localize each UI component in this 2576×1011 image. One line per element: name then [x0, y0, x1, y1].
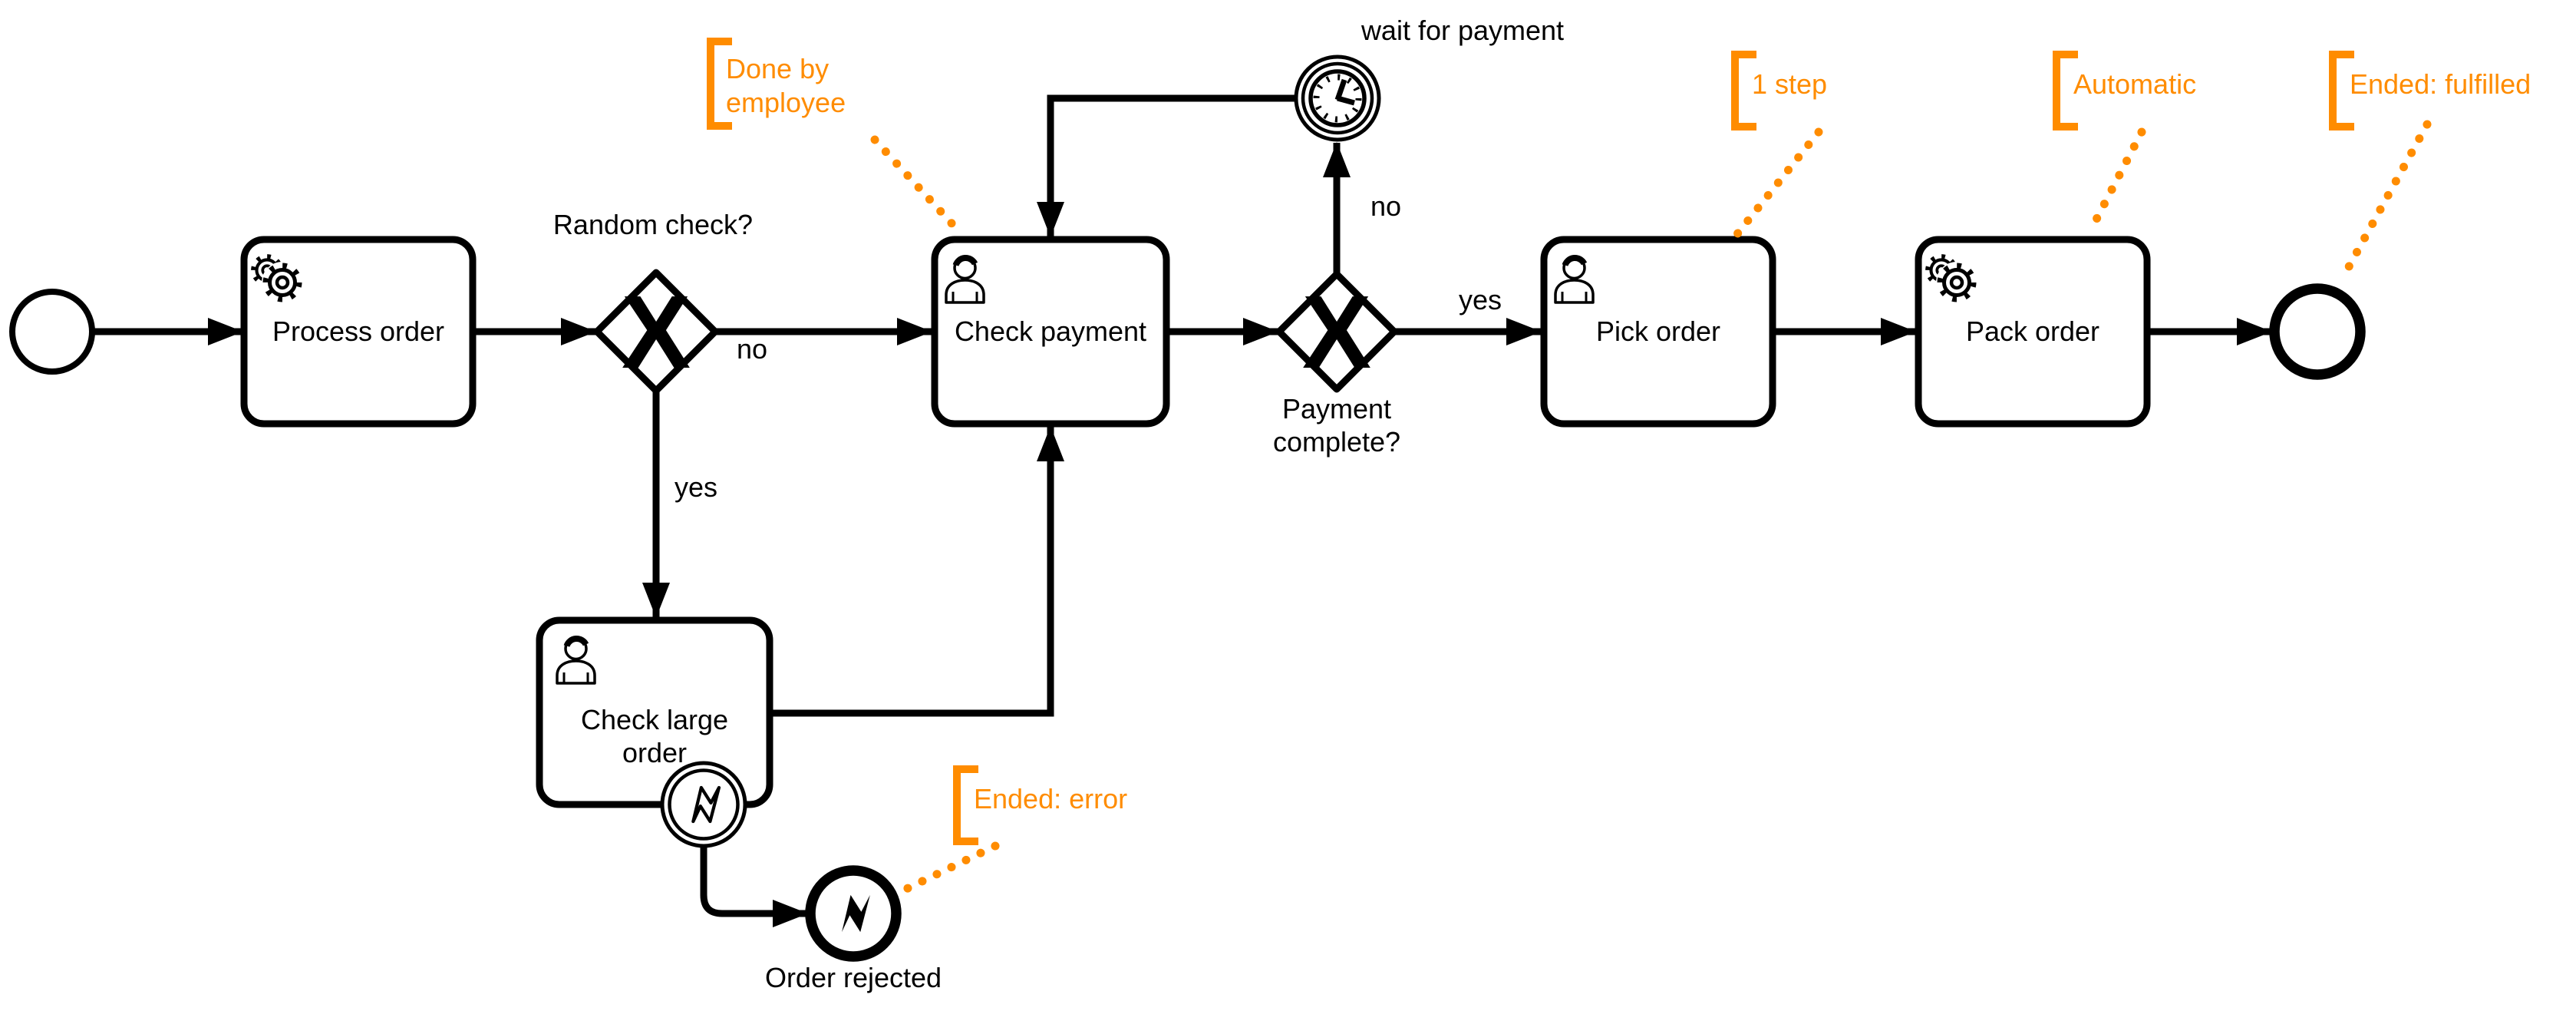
annotation-dotted-line: [2085, 127, 2146, 237]
end-event-label: Order rejected: [765, 962, 942, 993]
task-check-large-order[interactable]: Check large order: [536, 616, 773, 808]
start-event[interactable]: [9, 289, 95, 375]
gateway-label-line2: complete?: [1273, 426, 1400, 458]
annotation-text: Ended: fulfilled: [2350, 68, 2531, 100]
flow-error-boundary-to-order-rejected: [700, 846, 808, 927]
task-label: Process order: [272, 316, 444, 347]
end-event-fulfilled[interactable]: [2269, 283, 2366, 380]
task-label: Pick order: [1596, 316, 1720, 347]
task-check-payment[interactable]: Check payment: [931, 236, 1170, 428]
annotations: Done by employee 1 step Automatic Ended:…: [707, 38, 2531, 895]
annotation-bracket: [2329, 51, 2354, 131]
annotation-bracket: [953, 765, 978, 845]
annotation-ended-error: Ended: error: [899, 765, 1127, 895]
exclusive-gateway-x-icon: X: [1302, 274, 1371, 390]
flow-label-yes: yes: [675, 471, 717, 503]
timer-event-label: wait for payment: [1361, 15, 1564, 46]
exclusive-gateway-x-icon: X: [622, 274, 691, 390]
clock-icon: [1308, 69, 1367, 127]
task-pick-order[interactable]: Pick order: [1540, 236, 1776, 428]
flow-label-yes: yes: [1459, 284, 1502, 316]
annotation-text: 1 step: [1752, 68, 1827, 100]
annotation-bracket: [2053, 51, 2078, 131]
end-event-order-rejected[interactable]: [805, 865, 902, 962]
timer-intermediate-event[interactable]: [1294, 55, 1381, 142]
sequence-flows: [92, 94, 2272, 927]
gateway-label: Random check?: [553, 209, 753, 240]
annotation-text-line1: Done by: [726, 53, 829, 84]
task-process-order[interactable]: Process order: [240, 236, 477, 428]
error-boundary-event[interactable]: [660, 761, 747, 848]
gateway-label-line1: Payment: [1282, 393, 1391, 425]
annotation-text-line2: employee: [726, 87, 846, 118]
gateway-random-check[interactable]: X: [593, 269, 719, 395]
flow-label-no: no: [737, 333, 767, 365]
annotation-dotted-line: [2338, 120, 2432, 282]
annotation-automatic: Automatic: [2053, 51, 2196, 237]
task-label-line2: order: [622, 737, 687, 768]
flow-timer-to-check-payment: [1037, 94, 1296, 237]
flow-check-large-order-to-check-payment: [770, 426, 1064, 717]
annotation-text: Automatic: [2073, 68, 2196, 100]
annotation-text: Ended: error: [974, 783, 1127, 814]
task-pack-order[interactable]: Pack order: [1915, 236, 2151, 428]
annotation-dotted-line: [870, 135, 967, 240]
annotation-bracket: [1731, 51, 1756, 131]
flow-label-no: no: [1370, 190, 1401, 222]
task-label: Pack order: [1966, 316, 2099, 347]
annotation-one-step: 1 step: [1731, 51, 1827, 240]
task-label-line1: Check large: [581, 704, 728, 735]
annotation-ended-fulfilled: Ended: fulfilled: [2329, 51, 2531, 282]
gateway-payment-complete[interactable]: X: [1275, 270, 1398, 393]
annotation-bracket: [707, 38, 732, 130]
annotation-dotted-line: [899, 841, 1000, 895]
task-label: Check payment: [955, 316, 1146, 347]
annotation-done-by-employee: Done by employee: [707, 38, 967, 240]
annotation-dotted-line: [1732, 127, 1823, 240]
